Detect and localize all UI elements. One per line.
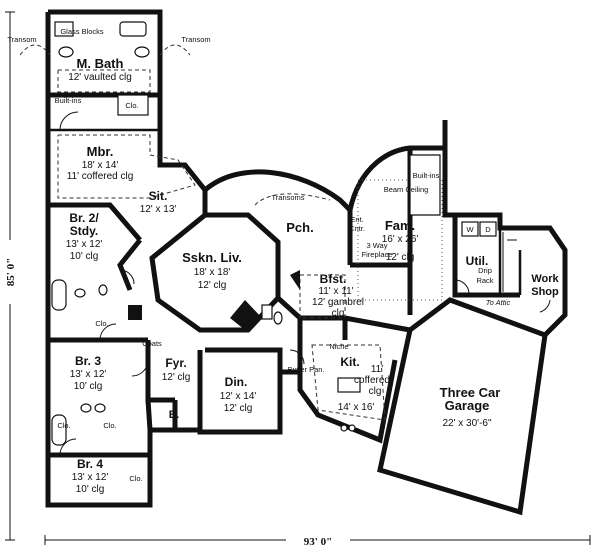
fyr-ceiling: 12' clg bbox=[162, 372, 191, 383]
transom-left-tag: Transom bbox=[7, 35, 36, 44]
kit-ceiling3: clg bbox=[369, 386, 382, 397]
bfst-size: 11' x 11' bbox=[318, 286, 353, 297]
din-name: Din. bbox=[225, 375, 248, 389]
niche-tag: Niche bbox=[329, 342, 348, 351]
garage-name: Three Car bbox=[440, 385, 501, 400]
fireplace-tag-1: 3 Way bbox=[367, 241, 388, 250]
liv-ceiling: 12' clg bbox=[198, 280, 227, 291]
built-ins-fam-tag: Built-ins bbox=[413, 171, 440, 180]
coats-tag: Coats bbox=[142, 339, 162, 348]
clo-br3a-tag: Clo. bbox=[57, 421, 70, 430]
dimension-lines bbox=[2, 11, 591, 548]
work-name: Work bbox=[531, 273, 559, 285]
ent-cntr-tag-2: Cntr. bbox=[349, 224, 365, 233]
garage-name2: Garage bbox=[445, 398, 490, 413]
clo-br3b-tag: Clo. bbox=[103, 421, 116, 430]
bfst-name: Bfst. bbox=[320, 272, 347, 286]
br2-name2: Stdy. bbox=[70, 224, 98, 238]
br2-size: 13' x 12' bbox=[66, 239, 103, 250]
built-ins-bath-tag: Built-ins bbox=[55, 96, 82, 105]
br4-ceiling: 10' clg bbox=[76, 484, 105, 495]
fam-size: 16' x 26' bbox=[382, 234, 419, 245]
mbath-name: M. Bath bbox=[77, 56, 124, 71]
kit-ceiling: 11' bbox=[371, 364, 383, 375]
beam-ceiling-tag: Beam Ceiling bbox=[384, 185, 429, 194]
fixtures bbox=[51, 21, 517, 446]
kit-name: Kit. bbox=[340, 355, 359, 369]
sit-size: 12' x 13' bbox=[140, 204, 177, 215]
garage-size: 22' x 30'-6" bbox=[442, 418, 492, 429]
ent-cntr-tag-1: Ent. bbox=[350, 215, 363, 224]
clo-bath-tag: Clo. bbox=[125, 101, 138, 110]
br2-name: Br. 2/ bbox=[69, 211, 99, 225]
transom-right-tag: Transom bbox=[181, 35, 210, 44]
sit-name: Sit. bbox=[149, 189, 168, 203]
fireplace-tag-2: Fireplace bbox=[362, 250, 393, 259]
bfst-ceiling: 12' gambrel bbox=[312, 297, 364, 308]
fyr-name: Fyr. bbox=[165, 356, 186, 370]
to-attic-tag: To Attic bbox=[486, 298, 511, 307]
work-name2: Shop bbox=[531, 286, 559, 298]
butler-pan-tag: Butler Pan. bbox=[287, 365, 324, 374]
glass-blocks-tag: Glass Blocks bbox=[60, 27, 104, 36]
doors bbox=[59, 111, 551, 456]
liv-name: Sskn. Liv. bbox=[182, 250, 242, 265]
din-size: 12' x 14' bbox=[220, 391, 257, 402]
width-dimension: 93' 0" bbox=[304, 536, 332, 548]
depth-dimension: 85' 0" bbox=[5, 258, 17, 286]
drip-rack-tag-2: Rack bbox=[476, 276, 493, 285]
mbath-ceiling: 12' vaulted clg bbox=[68, 72, 132, 83]
util-name: Util. bbox=[466, 254, 489, 268]
transoms-tag: Transoms bbox=[271, 193, 304, 202]
bfst-ceiling2: clg bbox=[332, 308, 345, 319]
room-labels: M. Bath 12' vaulted clg Mbr. 18' x 14' 1… bbox=[66, 56, 560, 495]
br4-size: 13' x 12' bbox=[72, 472, 109, 483]
clo-br2-tag: Clo. bbox=[95, 319, 108, 328]
kit-size: 14' x 16' bbox=[338, 402, 375, 413]
fam-name: Fam. bbox=[385, 218, 415, 233]
mbr-ceiling: 11' coffered clg bbox=[67, 171, 134, 182]
drip-rack-tag-1: Drip bbox=[478, 266, 492, 275]
ceiling-lines bbox=[19, 44, 443, 421]
br2-ceiling: 10' clg bbox=[70, 251, 99, 262]
kit-ceiling2: coffered bbox=[354, 375, 390, 386]
br4-name: Br. 4 bbox=[77, 457, 103, 471]
liv-size: 18' x 18' bbox=[194, 267, 231, 278]
br3-size: 13' x 12' bbox=[70, 369, 107, 380]
clo-br4-tag: Clo. bbox=[129, 474, 142, 483]
mbr-name: Mbr. bbox=[87, 144, 114, 159]
pch-name: Pch. bbox=[286, 220, 313, 235]
tags: Glass Blocks Transom Transom Transoms Bu… bbox=[7, 27, 510, 483]
br3-name: Br. 3 bbox=[75, 354, 101, 368]
mbr-size: 18' x 14' bbox=[82, 160, 119, 171]
br3-ceiling: 10' clg bbox=[74, 381, 103, 392]
entry-name: E. bbox=[169, 409, 179, 421]
dryer-tag: D bbox=[485, 225, 491, 234]
washer-tag: W bbox=[466, 225, 474, 234]
fam-ceiling: 12' clg bbox=[386, 252, 415, 263]
din-ceiling: 12' clg bbox=[224, 403, 253, 414]
